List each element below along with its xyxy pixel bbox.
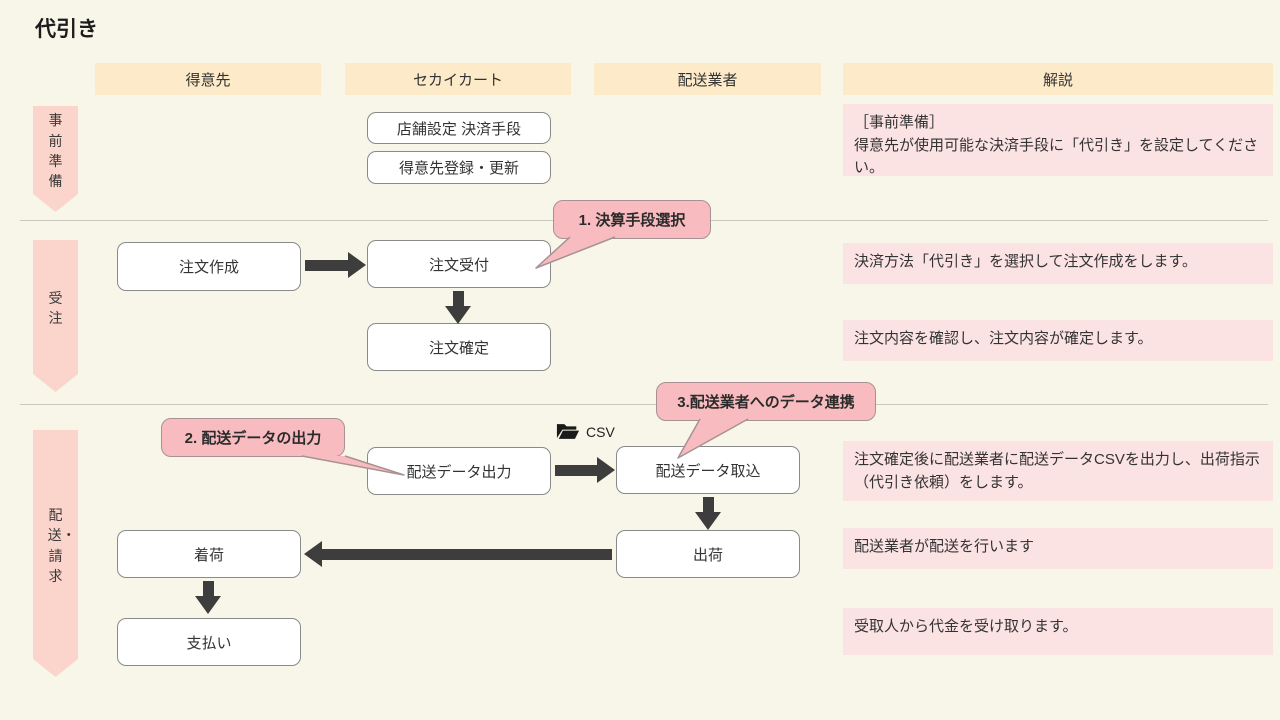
column-header-notes: 解説 <box>843 63 1273 95</box>
arrowhead-icon <box>695 512 721 530</box>
node-ship: 出荷 <box>616 530 800 578</box>
arrow-order-accept-to-confirm <box>453 291 464 308</box>
arrow-ship-to-arrival <box>322 549 612 560</box>
open-folder-icon <box>556 424 580 439</box>
lane-label: 配送・請求 <box>47 506 76 584</box>
arrowhead-icon <box>195 596 221 614</box>
callout-carrier-data-link: 3.配送業者へのデータ連携 <box>656 382 876 421</box>
column-header-sekai-cart: セカイカート <box>345 63 571 95</box>
explanation-preparation: ［事前準備］ 得意先が使用可能な決済手段に「代引き」を設定してください。 <box>843 104 1273 176</box>
page-title: 代引き <box>35 18 98 41</box>
explanation-delivery: 配送業者が配送を行います <box>843 528 1273 569</box>
csv-file-marker: CSV <box>556 422 615 441</box>
node-store-payment-settings: 店舗設定 決済手段 <box>367 112 551 144</box>
column-header-customer: 得意先 <box>95 63 321 95</box>
arrowhead-icon <box>304 541 322 567</box>
lane-label: 事前準備 <box>48 112 63 190</box>
explanation-order-confirm: 注文内容を確認し、注文内容が確定します。 <box>843 320 1273 361</box>
node-shipping-data-export: 配送データ出力 <box>367 447 551 495</box>
arrow-import-to-ship <box>703 497 714 514</box>
callout-tail-icon <box>301 455 405 476</box>
node-order-create: 注文作成 <box>117 242 301 291</box>
node-customer-register-update: 得意先登録・更新 <box>367 151 551 184</box>
callout-tail-icon <box>535 236 616 269</box>
lane-order: 受注 <box>33 240 78 392</box>
arrowhead-icon <box>597 457 615 483</box>
arrowhead-icon <box>348 252 366 278</box>
column-header-carrier: 配送業者 <box>594 63 821 95</box>
callout-payment-method-select: 1. 決算手段選択 <box>553 200 711 239</box>
lane-label: 受注 <box>48 289 63 326</box>
lane-divider <box>20 404 1268 405</box>
arrow-export-to-import <box>555 465 598 476</box>
node-shipping-data-import: 配送データ取込 <box>616 446 800 494</box>
csv-label: CSV <box>586 423 615 440</box>
lane-delivery-billing: 配送・請求 <box>33 430 78 677</box>
node-payment: 支払い <box>117 618 301 666</box>
node-order-accept: 注文受付 <box>367 240 551 288</box>
callout-shipping-data-export: 2. 配送データの出力 <box>161 418 345 457</box>
arrow-order-create-to-accept <box>305 260 349 271</box>
arrowhead-icon <box>445 306 471 324</box>
explanation-order-create: 決済方法「代引き」を選択して注文作成をします。 <box>843 243 1273 284</box>
explanation-shipping-data: 注文確定後に配送業者に配送データCSVを出力し、出荷指示（代引き依頼）をします。 <box>843 441 1273 501</box>
node-order-confirm: 注文確定 <box>367 323 551 371</box>
callout-tail-icon <box>677 418 749 459</box>
lane-preparation: 事前準備 <box>33 106 78 212</box>
node-arrival: 着荷 <box>117 530 301 578</box>
arrow-arrival-to-payment <box>203 581 214 598</box>
explanation-collect-payment: 受取人から代金を受け取ります。 <box>843 608 1273 655</box>
